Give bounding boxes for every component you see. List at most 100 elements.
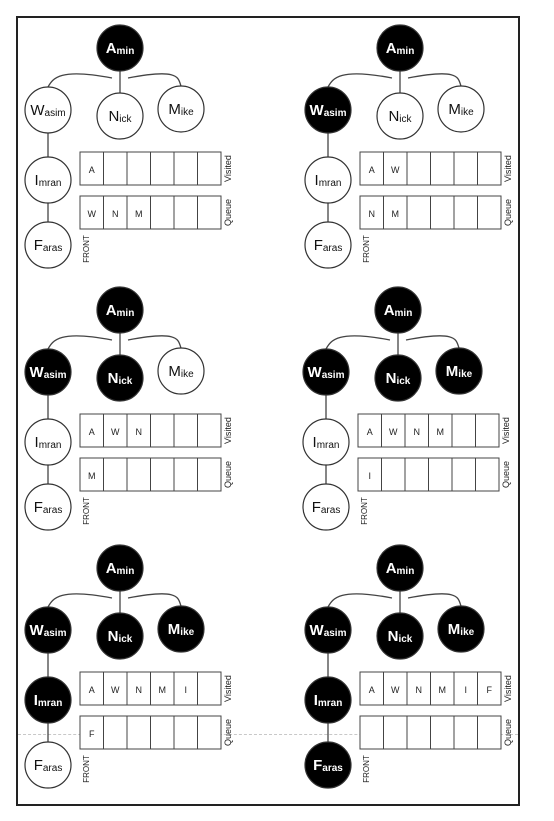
- node-faras: [24, 221, 72, 269]
- queue-array-value: N: [112, 209, 119, 219]
- node-wasim: [304, 606, 352, 654]
- queue-array-cell: [428, 457, 453, 492]
- edge-amin-mike: [407, 593, 462, 607]
- visited-array-value: I: [184, 685, 187, 695]
- queue-array-label: Queue: [503, 719, 513, 746]
- visited-array-label: Visited: [503, 155, 513, 182]
- visited-array-cell: [453, 151, 478, 186]
- queue-array-cell: [197, 195, 222, 230]
- visited-array-value: A: [369, 685, 375, 695]
- visited-array-label: Visited: [223, 155, 233, 182]
- node-label-faras: Faras: [34, 499, 63, 516]
- node-faras: [24, 741, 72, 789]
- front-label: FRONT: [82, 497, 91, 525]
- queue-array-cell: [381, 457, 406, 492]
- queue-array-cell: [197, 457, 222, 492]
- visited-array-value: N: [136, 427, 143, 437]
- node-label-faras: Faras: [312, 499, 341, 516]
- node-label-faras: Faras: [34, 237, 63, 254]
- node-amin: [96, 24, 144, 72]
- node-mike: [157, 605, 205, 653]
- visited-array-value: A: [89, 427, 95, 437]
- node-label-nick: Nick: [388, 628, 413, 645]
- node-label-nick: Nick: [386, 370, 411, 387]
- visited-array-cell: [477, 151, 502, 186]
- visited-array-value: A: [367, 427, 373, 437]
- queue-array-cell: [197, 715, 222, 750]
- node-label-mike: Mike: [168, 101, 194, 118]
- visited-array-value: F: [487, 685, 493, 695]
- visited-array-value: N: [416, 685, 423, 695]
- node-wasim: [24, 606, 72, 654]
- queue-array-cell: [103, 457, 128, 492]
- node-label-nick: Nick: [108, 370, 133, 387]
- node-mike: [437, 85, 485, 133]
- node-label-imran: Imran: [315, 172, 342, 189]
- node-label-wasim: Wasim: [30, 102, 65, 119]
- node-label-wasim: Wasim: [310, 102, 347, 119]
- front-label: FRONT: [362, 235, 371, 263]
- queue-array-value: M: [135, 209, 143, 219]
- front-label: FRONT: [360, 497, 369, 525]
- queue-array-cell: [359, 715, 384, 750]
- node-wasim: [304, 86, 352, 134]
- queue-array-cell: [173, 457, 198, 492]
- node-imran: [24, 156, 72, 204]
- visited-array-cell: [197, 413, 222, 448]
- node-amin: [96, 286, 144, 334]
- visited-array-cell: [430, 151, 455, 186]
- node-nick: [96, 612, 144, 660]
- edge-amin-wasim: [47, 73, 113, 88]
- node-label-faras: Faras: [313, 757, 343, 774]
- visited-array-cell: [150, 413, 175, 448]
- edge-amin-wasim: [327, 593, 393, 608]
- node-label-nick: Nick: [108, 628, 133, 645]
- queue-array-cell: [150, 715, 175, 750]
- queue-array-cell: [453, 715, 478, 750]
- node-label-mike: Mike: [168, 363, 194, 380]
- node-wasim: [24, 348, 72, 396]
- edge-amin-mike: [127, 593, 182, 607]
- node-label-imran: Imran: [35, 172, 62, 189]
- queue-array-cell: [430, 195, 455, 230]
- queue-array-value: W: [88, 209, 97, 219]
- queue-array-label: Queue: [223, 199, 233, 226]
- queue-array-cell: [126, 715, 151, 750]
- node-label-imran: Imran: [314, 692, 343, 709]
- node-faras: [24, 483, 72, 531]
- node-amin: [96, 544, 144, 592]
- node-faras: [304, 221, 352, 269]
- queue-array-cell: [430, 715, 455, 750]
- visited-array-value: M: [439, 685, 447, 695]
- node-label-faras: Faras: [34, 757, 63, 774]
- queue-array-cell: [173, 715, 198, 750]
- visited-array-value: M: [437, 427, 445, 437]
- queue-array-cell: [477, 715, 502, 750]
- queue-array-cell: [406, 715, 431, 750]
- edge-amin-wasim: [325, 335, 391, 350]
- queue-array-cell: [173, 195, 198, 230]
- visited-array-value: A: [369, 165, 375, 175]
- visited-array-cell: [475, 413, 500, 448]
- node-imran: [304, 676, 352, 724]
- node-label-nick: Nick: [388, 108, 412, 125]
- visited-array-value: W: [391, 685, 400, 695]
- queue-array-cell: [383, 715, 408, 750]
- node-amin: [376, 24, 424, 72]
- queue-array-value: M: [392, 209, 400, 219]
- node-imran: [24, 418, 72, 466]
- queue-array-cell: [477, 195, 502, 230]
- front-label: FRONT: [82, 755, 91, 783]
- node-label-amin: Amin: [386, 40, 415, 57]
- dashed-guide-line: [18, 734, 518, 735]
- figure-frame: [16, 16, 520, 806]
- node-amin: [374, 286, 422, 334]
- queue-array-value: I: [368, 471, 371, 481]
- node-mike: [435, 347, 483, 395]
- node-label-amin: Amin: [106, 560, 135, 577]
